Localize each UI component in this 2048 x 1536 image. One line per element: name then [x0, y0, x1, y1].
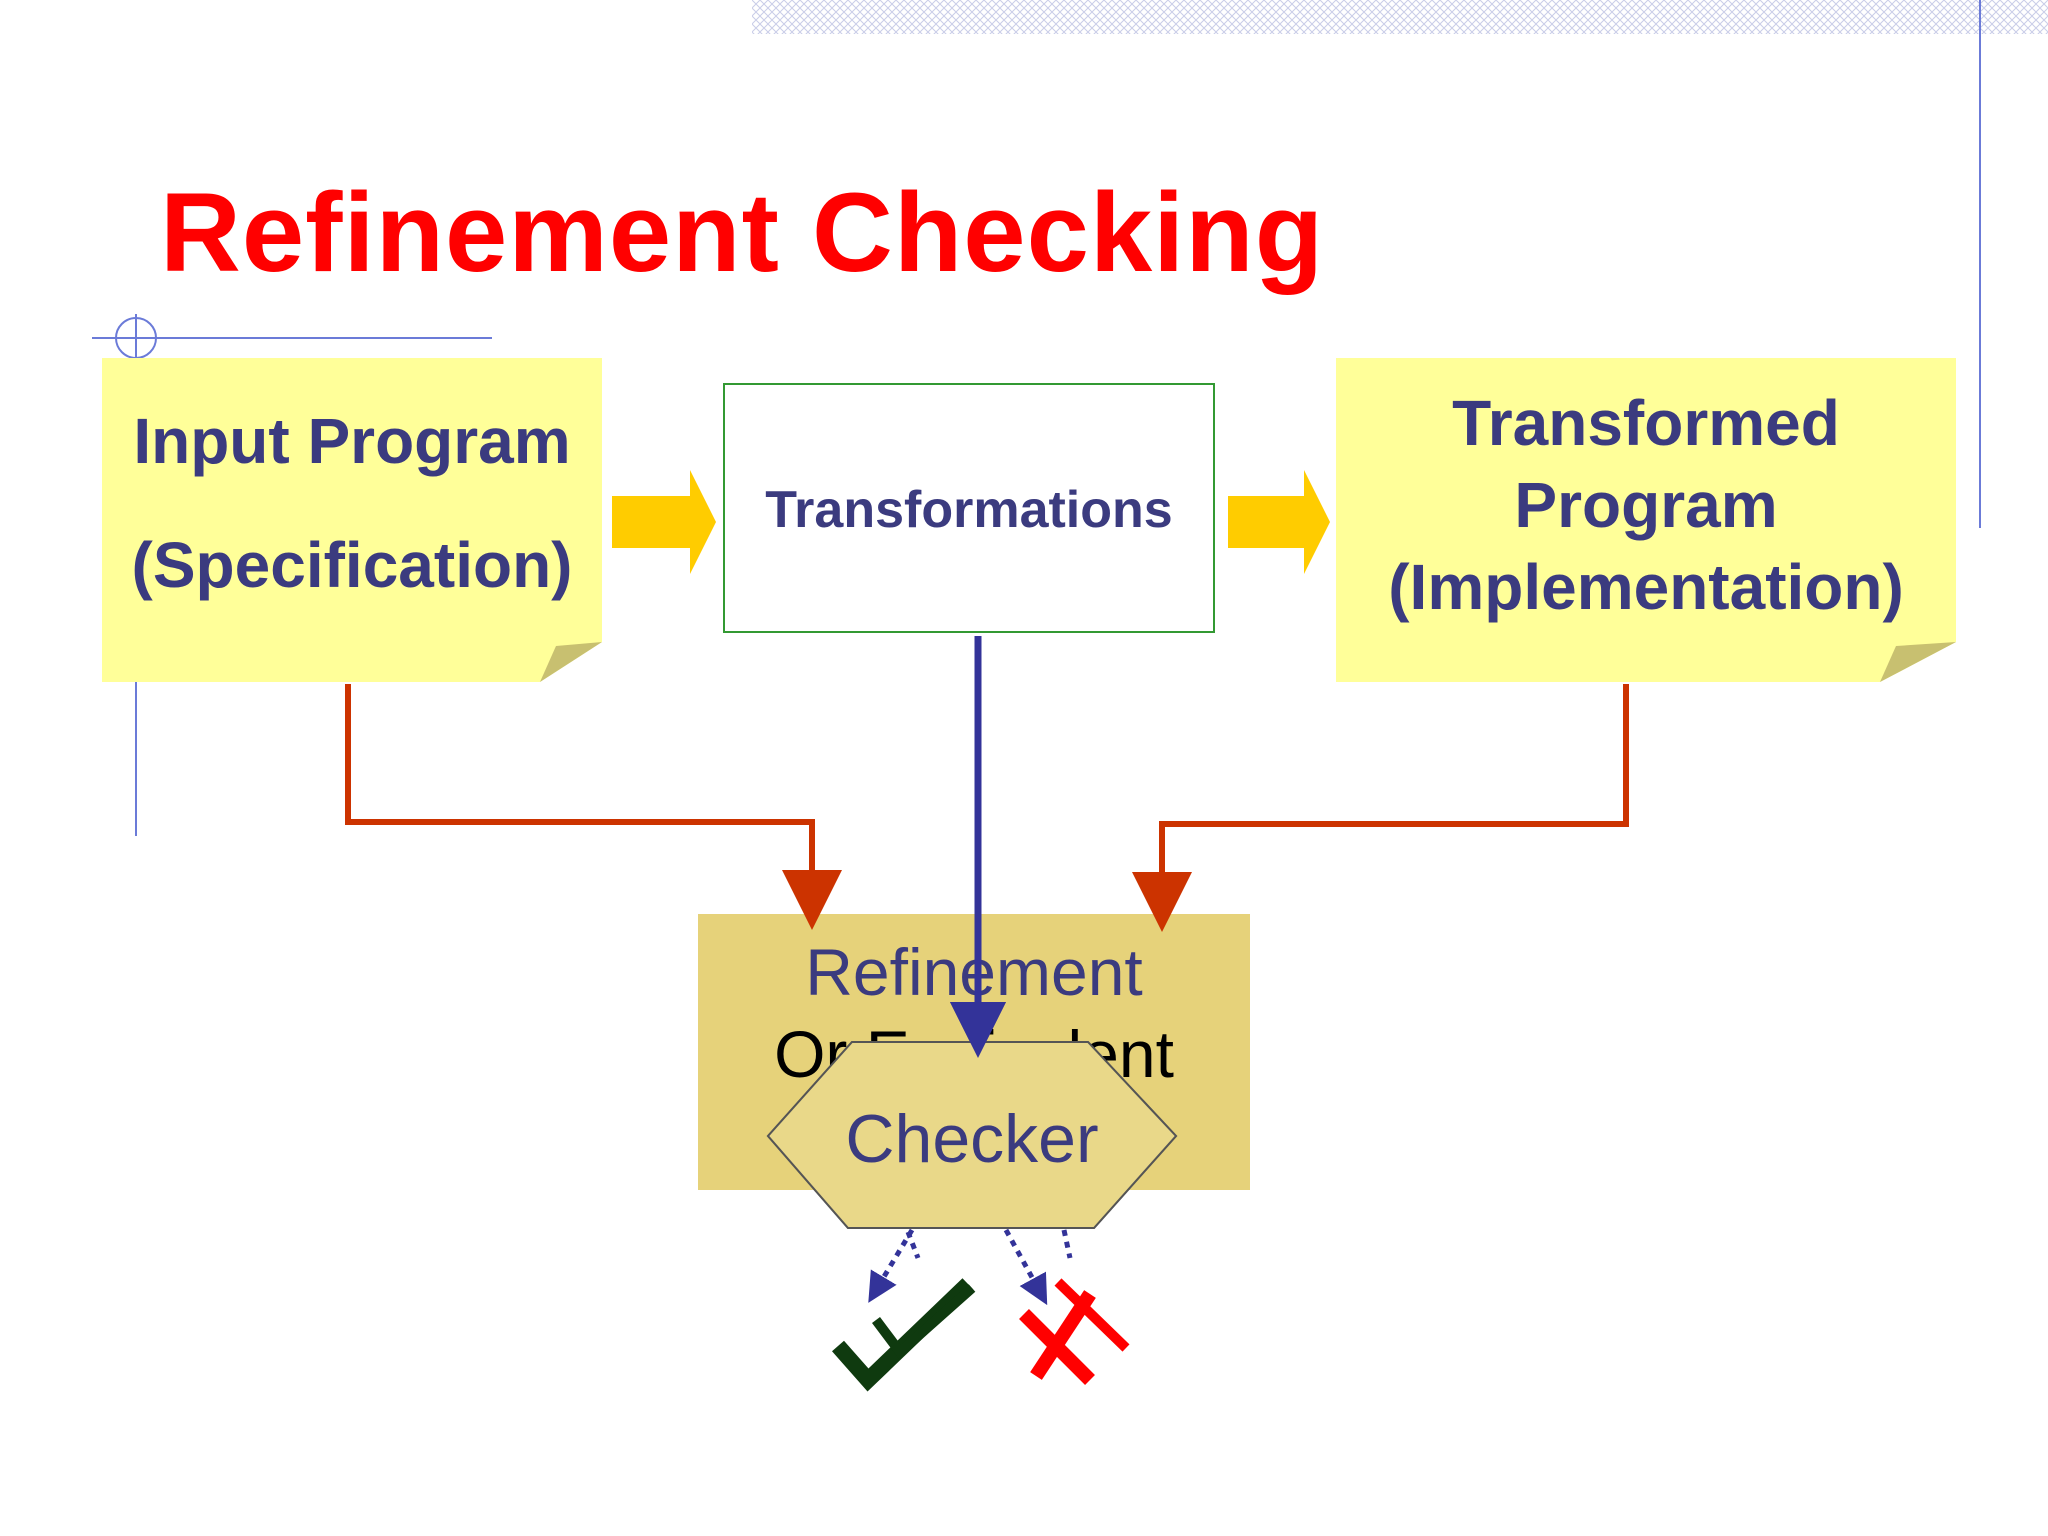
- slide-title: Refinement Checking: [160, 170, 1325, 295]
- impl-to-checker-connector: [1132, 684, 1629, 932]
- cross-mark-icon: [1019, 1278, 1130, 1385]
- transformed-program-subtitle: (Implementation): [1388, 551, 1904, 623]
- slide-template-decoration: [92, 0, 2048, 836]
- arrow-input-to-transformations: [612, 470, 716, 574]
- dotted-arrow-short-left: [905, 1231, 921, 1259]
- dotted-arrow-short-right: [1061, 1229, 1073, 1259]
- transformed-program-title-line1: Transformed: [1452, 387, 1840, 459]
- checker-label: Checker: [845, 1101, 1099, 1177]
- top-dotted-band: [752, 0, 2048, 34]
- transformed-program-note: [1336, 358, 1956, 682]
- transformations-label: Transformations: [765, 481, 1173, 539]
- transformations-box: [723, 383, 1215, 633]
- input-program-note: [102, 358, 602, 682]
- spec-to-checker-connector: [345, 684, 842, 930]
- checker-hexagon-front: [766, 1041, 1178, 1229]
- input-program-title: Input Program: [133, 405, 571, 477]
- transformed-program-title-line2: Program: [1514, 469, 1778, 541]
- check-mark-icon: [832, 1278, 976, 1392]
- arrow-transformations-to-transformed: [1228, 470, 1330, 574]
- refinement-label: Refinement: [805, 935, 1143, 1009]
- input-program-subtitle: (Specification): [131, 529, 573, 601]
